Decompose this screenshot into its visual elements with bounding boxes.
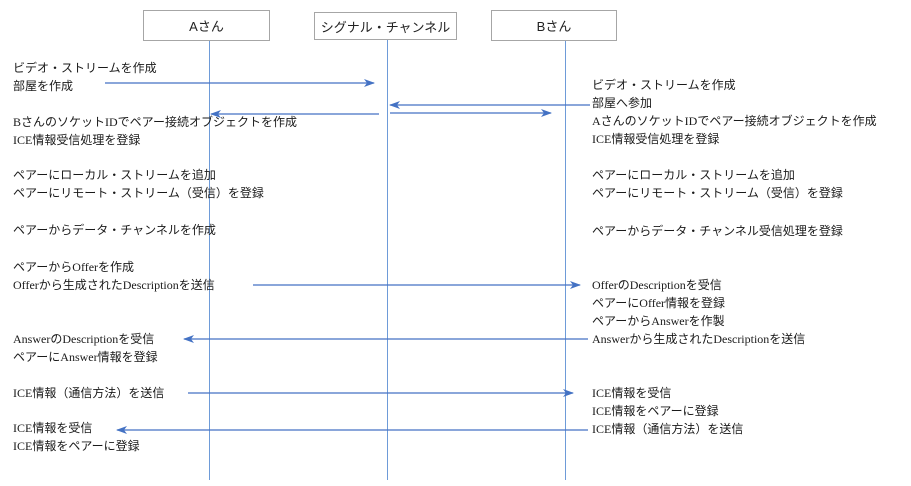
note-line: ICE情報（通信方法）を送信 [592,422,744,436]
note-block-a-create-stream: ビデオ・ストリームを作成 部屋を作成 [13,59,157,95]
note-line: BさんのソケットIDでペアー接続オブジェクトを作成 [13,115,297,129]
note-block-a-ice-send: ICE情報（通信方法）を送信 [13,384,164,402]
note-line: ペアーにAnswer情報を登録 [13,350,158,364]
note-line: ICE情報を受信 [592,386,672,400]
note-block-a-answer: AnswerのDescriptionを受信 ペアーにAnswer情報を登録 [13,330,158,366]
actor-box-a: Aさん [143,10,270,41]
note-line: ペアーにローカル・ストリームを追加 [592,168,795,182]
actor-label-b: Bさん [536,19,572,34]
note-block-b-ice: ICE情報を受信 ICE情報をペアーに登録 ICE情報（通信方法）を送信 [592,384,743,438]
note-line: ICE情報（通信方法）を送信 [13,386,165,400]
note-line: 部屋を作成 [13,79,74,93]
note-line: ペアーにローカル・ストリームを追加 [13,168,216,182]
note-block-a-create-peer: BさんのソケットIDでペアー接続オブジェクトを作成 ICE情報受信処理を登録 [13,113,297,149]
actor-label-signal-channel: シグナル・チャンネル [320,19,451,35]
actor-box-b: Bさん [491,10,617,41]
note-line: ICE情報をペアーに登録 [13,439,140,453]
note-line: Answerから生成されたDescriptionを送信 [592,332,806,346]
lifeline-signal-channel [387,40,388,480]
note-line: OfferのDescriptionを受信 [592,278,722,292]
note-line: ICE情報を受信 [13,421,93,435]
note-line: ペアーからデータ・チャンネルを作成 [13,223,216,237]
lifeline-a [209,41,210,480]
note-line: ペアーからOfferを作成 [13,260,135,274]
note-line: ICE情報受信処理を登録 [592,132,720,146]
note-line: 部屋へ参加 [592,96,653,110]
note-line: ペアーからデータ・チャンネル受信処理を登録 [592,224,843,238]
note-block-b-data-channel: ペアーからデータ・チャンネル受信処理を登録 [592,222,843,240]
note-line: ビデオ・ストリームを作成 [13,61,157,75]
note-line: ペアーにリモート・ストリーム（受信）を登録 [592,186,843,200]
note-block-a-offer: ペアーからOfferを作成 Offerから生成されたDescriptionを送信 [13,258,215,294]
note-line: AさんのソケットIDでペアー接続オブジェクトを作成 [592,114,877,128]
note-line: ビデオ・ストリームを作成 [592,78,736,92]
actor-label-a: Aさん [189,19,224,34]
note-line: ペアーからAnswerを作製 [592,314,725,328]
lifeline-b [565,41,566,480]
note-line: ICE情報受信処理を登録 [13,133,141,147]
note-block-b-join-room: ビデオ・ストリームを作成 部屋へ参加 AさんのソケットIDでペアー接続オブジェク… [592,76,877,148]
note-block-b-add-streams: ペアーにローカル・ストリームを追加 ペアーにリモート・ストリーム（受信）を登録 [592,166,843,202]
note-line: ペアーにOffer情報を登録 [592,296,726,310]
note-block-a-data-channel: ペアーからデータ・チャンネルを作成 [13,221,216,239]
note-line: Offerから生成されたDescriptionを送信 [13,278,215,292]
note-block-a-add-streams: ペアーにローカル・ストリームを追加 ペアーにリモート・ストリーム（受信）を登録 [13,166,264,202]
note-line: ペアーにリモート・ストリーム（受信）を登録 [13,186,264,200]
note-block-a-ice-receive: ICE情報を受信 ICE情報をペアーに登録 [13,419,140,455]
note-line: ICE情報をペアーに登録 [592,404,719,418]
note-block-b-offer-answer: OfferのDescriptionを受信 ペアーにOffer情報を登録 ペアーか… [592,276,805,348]
actor-box-signal-channel: シグナル・チャンネル [314,12,457,40]
note-line: AnswerのDescriptionを受信 [13,332,155,346]
